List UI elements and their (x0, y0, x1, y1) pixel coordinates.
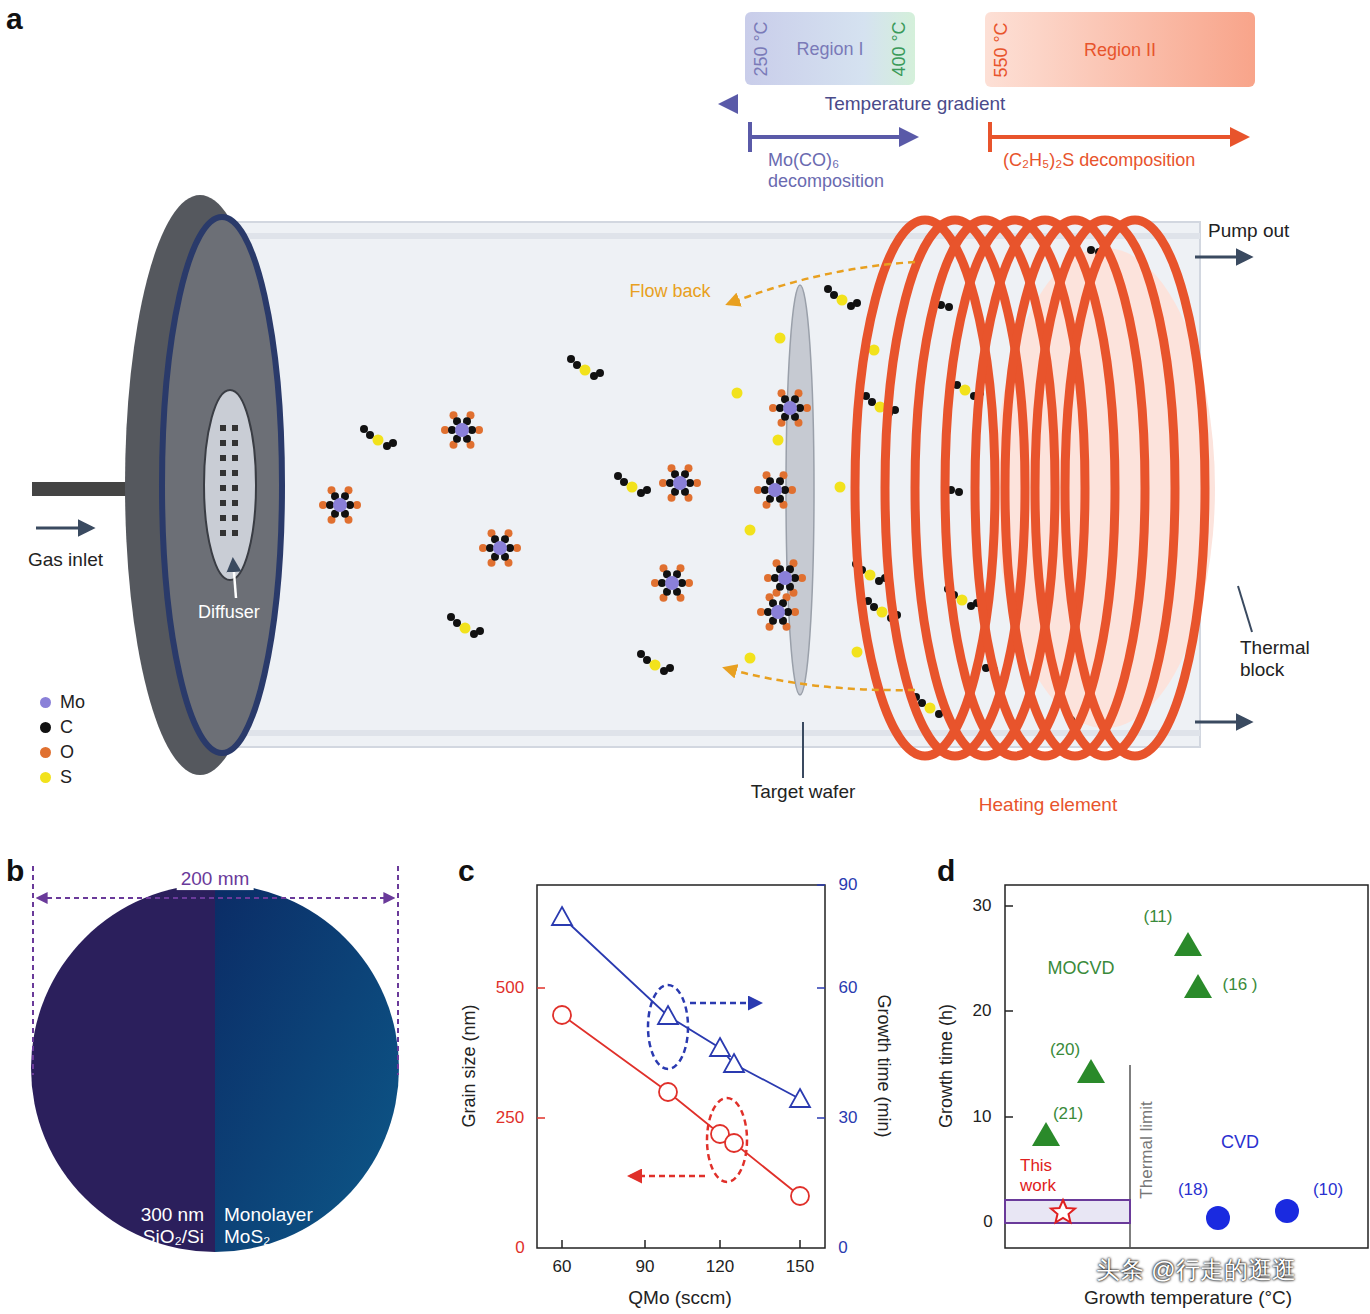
legend-text: O (60, 742, 74, 763)
chart-label: CVD (1221, 1132, 1259, 1153)
chart-label: (18) (1178, 1180, 1208, 1200)
process-label: Mo(CO)₆ decomposition (768, 150, 918, 191)
chart-label: 10 (973, 1107, 992, 1127)
panel-letter: a (6, 2, 23, 37)
part-label: Target wafer (751, 781, 856, 803)
inlet-label: Gas inlet (28, 549, 103, 571)
chart-label: 120 (706, 1257, 734, 1277)
chart-label: (16 ) (1223, 975, 1258, 995)
chart-label: 90 (839, 875, 858, 895)
chart-label: 30 (973, 896, 992, 916)
chart-label: 0 (983, 1212, 992, 1232)
chart-label: This work (1020, 1156, 1070, 1195)
chart-label: 250 (496, 1108, 524, 1128)
region-name: Region II (1084, 39, 1156, 60)
layer-label: 300 nm SiO₂/Si (94, 1204, 204, 1248)
part-label: Thermal block (1240, 637, 1330, 681)
region-name: Region I (796, 38, 863, 59)
legend-text: C (60, 717, 73, 738)
outlet-label: Pump out (1208, 220, 1289, 242)
panel-letter: b (6, 854, 24, 889)
chart-label: MOCVD (1048, 958, 1115, 979)
chart-label: (20) (1050, 1040, 1080, 1060)
chart-label: 90 (636, 1257, 655, 1277)
legend-text: S (60, 767, 72, 788)
dimension: 200 mm (177, 868, 254, 890)
chart-label: 30 (839, 1108, 858, 1128)
chart-label: 60 (553, 1257, 572, 1277)
layer-label: Monolayer MoS₂ (224, 1204, 334, 1248)
chart-label: (21) (1053, 1104, 1083, 1124)
chart-label: (11) (1144, 907, 1173, 927)
chart-label: 150 (786, 1257, 814, 1277)
panel-letter: c (458, 854, 475, 889)
temperature-label: 550 °C (991, 22, 1012, 77)
part-label: Heating element (979, 794, 1117, 816)
axis-title: Growth time (h) (936, 1004, 957, 1128)
chart-label: 500 (496, 978, 524, 998)
chart-label: Growth temperature (°C) (1084, 1287, 1292, 1309)
flow-label: Flow back (629, 281, 710, 302)
axis-title: Growth time (min) (874, 994, 895, 1137)
chart-label: 0 (838, 1238, 847, 1258)
temperature-label: 400 °C (889, 21, 910, 76)
chart-label: 0 (515, 1238, 524, 1258)
chart-label: (10) (1313, 1180, 1343, 1200)
axis-title: Thermal limit (1137, 1101, 1157, 1198)
chart-label: 20 (973, 1001, 992, 1021)
axis-label: Temperature gradient (821, 93, 1010, 115)
legend-swatch (40, 722, 51, 733)
chart-label: 60 (839, 978, 858, 998)
part-label: Diffuser (198, 602, 260, 623)
temperature-label: 250 °C (751, 21, 772, 76)
chart-label: QMo (sccm) (628, 1287, 731, 1309)
legend-swatch (40, 697, 51, 708)
axis-title: Grain size (nm) (459, 1004, 480, 1127)
region-band: 250 °C Region I 400 °C (745, 12, 915, 85)
legend-swatch (40, 772, 51, 783)
legend-swatch (40, 747, 51, 758)
chart-label: d (937, 854, 955, 889)
watermark: 头条 @行走的逛逛 (1096, 1256, 1295, 1284)
process-label: (C₂H₅)₂S decomposition (1003, 150, 1195, 171)
legend-text: Mo (60, 692, 85, 713)
region-band: 550 °C Region II (985, 12, 1255, 87)
